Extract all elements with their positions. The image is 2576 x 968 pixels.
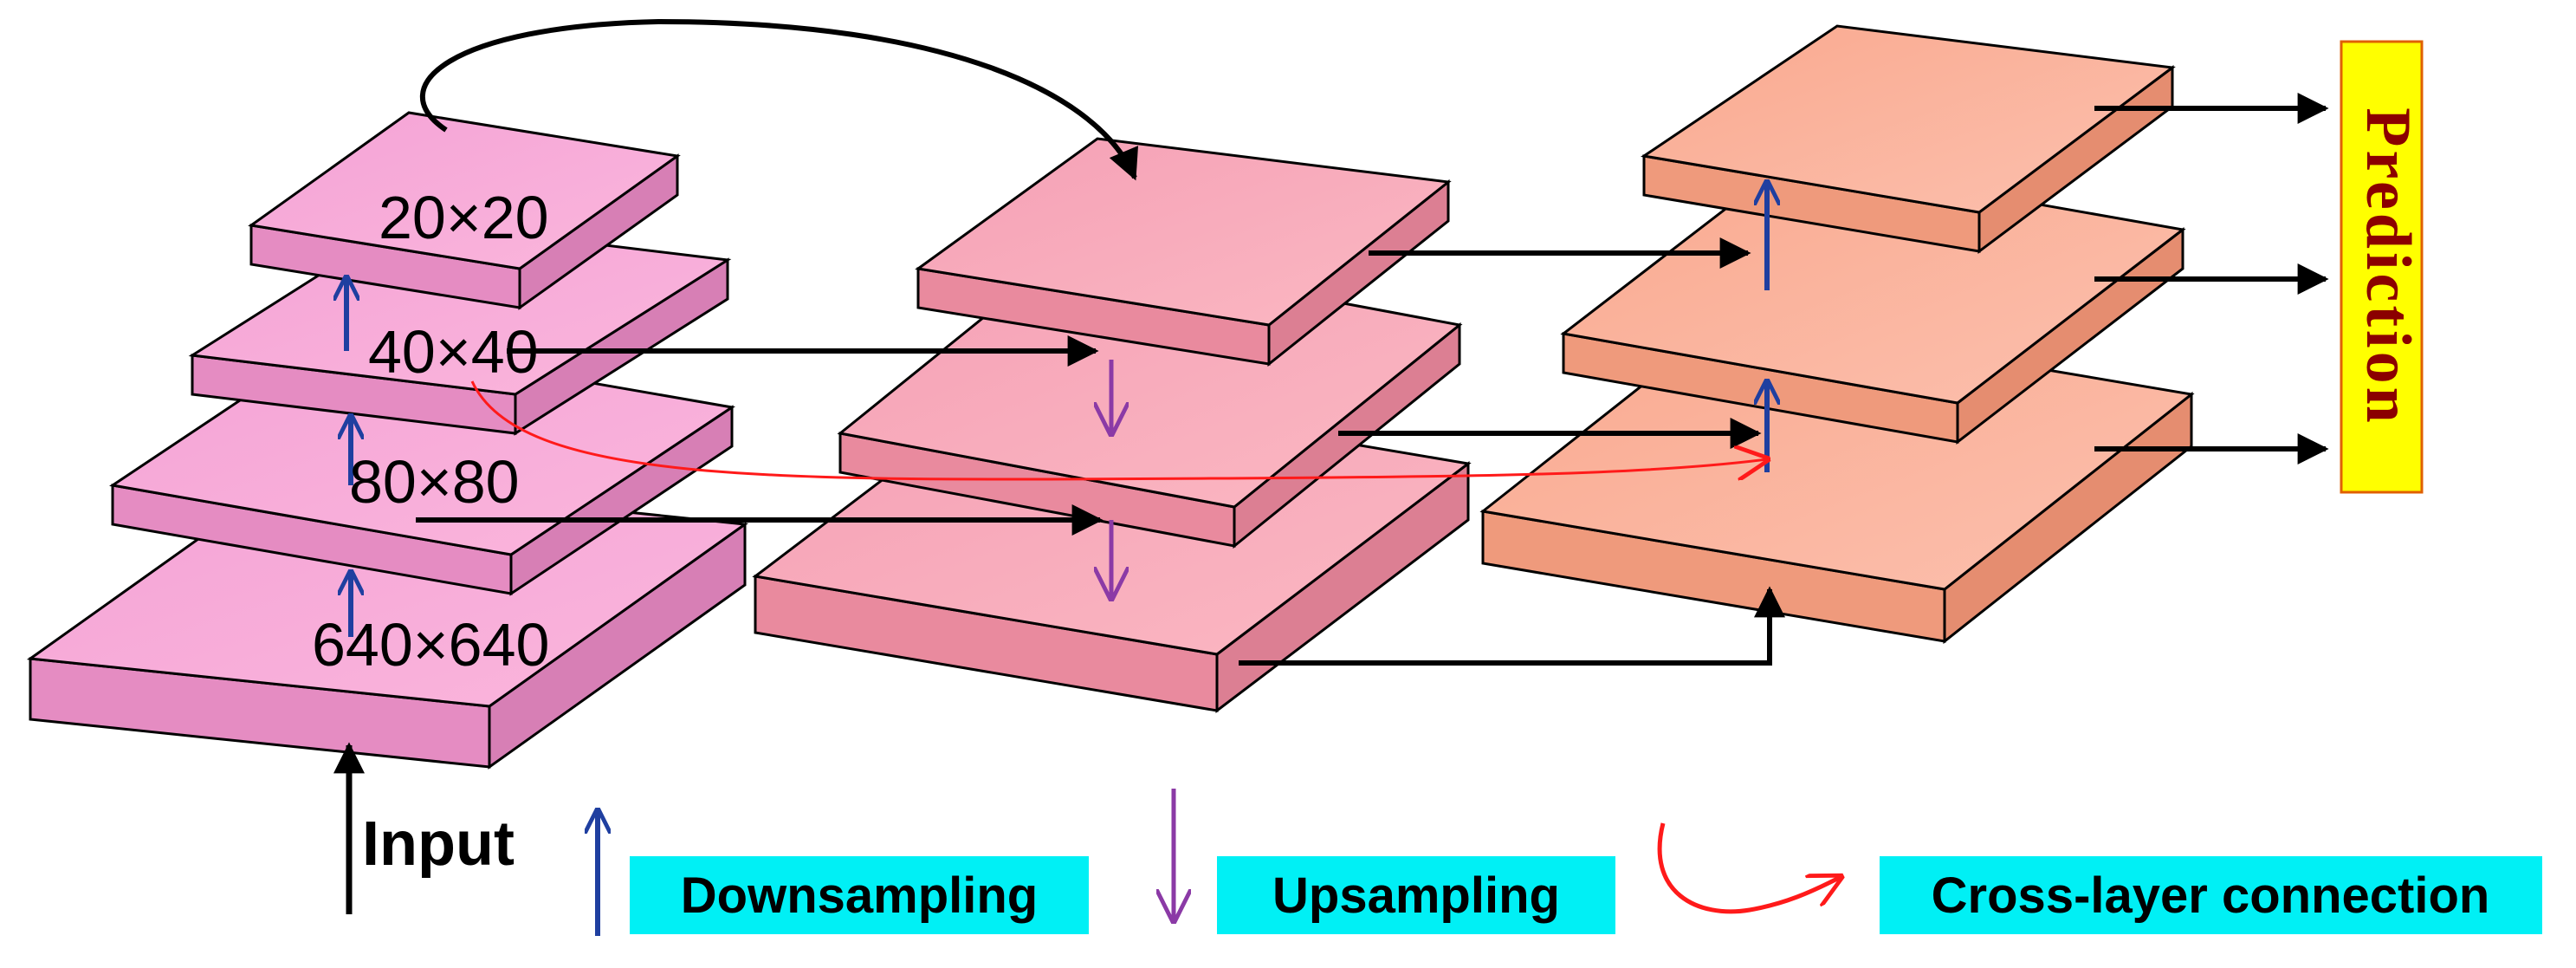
backbone-stack: 20×20 40×40 80×80 640×640: [26, 111, 749, 770]
curved-arrow-icon: [419, 18, 1138, 181]
legend-downsampling-label: Downsampling: [681, 867, 1038, 924]
legend-upsampling-box: [1217, 856, 1615, 934]
legend-cross-layer-icon: [1657, 822, 1841, 914]
legend-cross-layer-box: [1880, 856, 2542, 934]
cross-layer-arrow-icon: [470, 380, 1767, 481]
neck-layer-top: [915, 137, 1452, 367]
backbone-layer-40: [188, 219, 732, 436]
neck-stack: [752, 137, 1472, 714]
legend: Downsampling Upsampling Cross-layer conn…: [598, 789, 2542, 936]
connection-arrows: [416, 18, 2329, 666]
head-layer-top: [1641, 24, 2176, 254]
lateral-arrow-icon: [1239, 586, 1785, 666]
input-label: Input: [362, 809, 515, 879]
size-label-80: 80×80: [349, 448, 520, 516]
prediction-label: Prediction: [2353, 107, 2424, 426]
legend-downsampling-box: [630, 856, 1089, 934]
backbone-layer-20: [248, 111, 681, 310]
head-stack: [1479, 24, 2195, 645]
legend-cross-layer-label: Cross-layer connection: [1932, 867, 2490, 924]
legend-upsampling-label: Upsampling: [1272, 867, 1560, 924]
prediction-box: Prediction: [2340, 40, 2424, 494]
size-label-640: 640×640: [312, 611, 549, 679]
size-label-20: 20×20: [379, 184, 549, 251]
